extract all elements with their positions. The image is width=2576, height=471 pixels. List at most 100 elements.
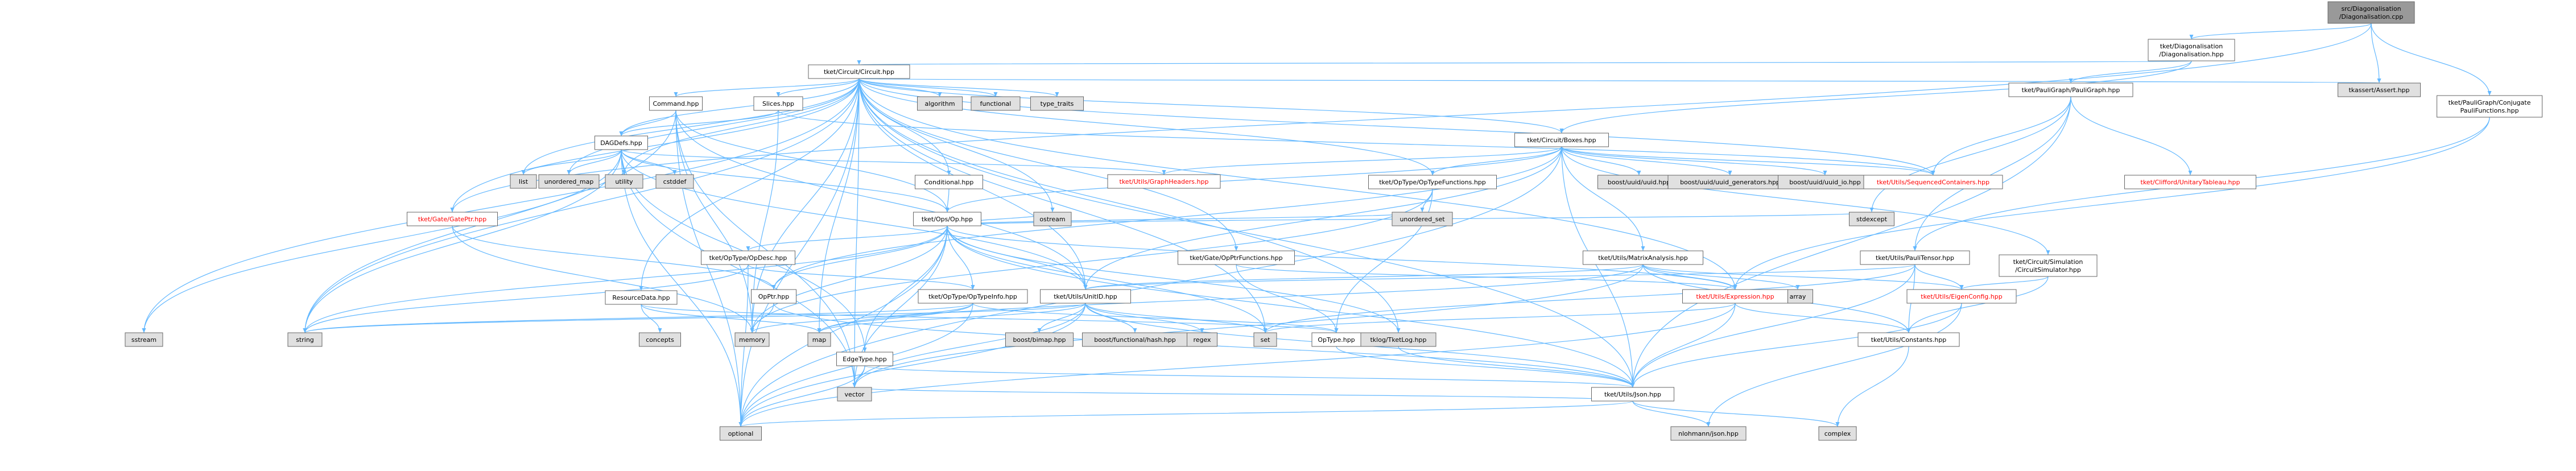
node-slices[interactable]: Slices.hpp [753, 96, 803, 111]
node-label-regex: regex [1193, 336, 1211, 344]
arrowhead-expression-to-constants [1906, 328, 1911, 333]
edge-boxes-to-optional [740, 146, 1562, 427]
node-graphheaders[interactable]: tket/Utils/GraphHeaders.hpp [1107, 174, 1221, 189]
node-paulitensor[interactable]: tket/Utils/PauliTensor.hpp [1860, 250, 1970, 265]
node-root[interactable]: src/Diagonalisation/Diagonalisation.cpp [2327, 1, 2415, 24]
node-opptrfunctions[interactable]: tket/Gate/OpPtrFunctions.hpp [1178, 250, 1295, 265]
node-opptr[interactable]: OpPtr.hpp [751, 289, 796, 304]
node-resourcedata[interactable]: ResourceData.hpp [605, 290, 678, 305]
node-label-uuid: boost/uuid/uuid.hpp [1608, 179, 1670, 186]
node-box-utility [605, 174, 643, 189]
edge-circuit-to-memory [752, 78, 860, 333]
node-label-dagdefs: DAGDefs.hpp [600, 139, 642, 147]
node-box-vector [837, 387, 872, 402]
edge-op-to-opptr [773, 225, 948, 290]
node-label-opptrfunctions: tket/Gate/OpPtrFunctions.hpp [1190, 254, 1282, 262]
node-box-optype [1311, 332, 1361, 347]
node-box-algorithm [917, 96, 963, 111]
node-constants[interactable]: tket/Utils/Constants.hpp [1857, 332, 1960, 347]
node-expression[interactable]: tket/Utils/Expression.hpp [1682, 289, 1788, 304]
edge-command-to-op [675, 110, 948, 213]
node-box-ostream [1033, 212, 1072, 226]
edge-circuit-to-boxes [858, 78, 1562, 134]
node-box-boxes [1514, 133, 1609, 147]
node-eigenconfig[interactable]: tket/Utils/EigenConfig.hpp [1906, 289, 2017, 304]
node-optypeopdesc[interactable]: tket/OpType/OpDesc.hpp [701, 250, 795, 265]
node-tkassert: tkassert/Assert.hpp [2338, 82, 2421, 97]
node-optypeinfo[interactable]: tket/OpType/OpTypeInfo.hpp [918, 289, 1028, 304]
node-boxes[interactable]: tket/Circuit/Boxes.hpp [1514, 133, 1609, 147]
edge-expression-to-set [1265, 303, 1736, 333]
node-vector: vector [837, 387, 872, 402]
edge-op-to-set [947, 225, 1266, 333]
node-label-matrixanalysis: tket/Utils/MatrixAnalysis.hpp [1598, 254, 1687, 262]
node-json[interactable]: tket/Utils/Json.hpp [1591, 387, 1674, 402]
edge-boxes-to-op [947, 146, 1562, 213]
edge-optype-to-json [1336, 346, 1633, 388]
node-edgetype[interactable]: EdgeType.hpp [836, 352, 893, 366]
node-diag_hpp[interactable]: tket/Diagonalisation/Diagonalisation.hpp [2148, 39, 2235, 61]
edge-dagdefs-to-unitid [621, 149, 1086, 290]
node-label-pauligraph: tket/PauliGraph/PauliGraph.hpp [2022, 86, 2120, 94]
node-conditional[interactable]: Conditional.hpp [915, 175, 983, 189]
edge-op-to-json [947, 225, 1633, 388]
edge-op-to-optypeinfo [947, 225, 973, 290]
node-box-unitid [1040, 289, 1131, 304]
node-box-pauligraph [2008, 82, 2133, 97]
node-matrixanalysis[interactable]: tket/Utils/MatrixAnalysis.hpp [1583, 250, 1703, 265]
node-label-complex: complex [1824, 430, 1851, 437]
edge-resourcedata-to-optype [641, 304, 1337, 333]
node-box-regex [1187, 332, 1217, 347]
node-ostream: ostream [1033, 212, 1072, 226]
node-circsim[interactable]: tket/Circuit/Simulation/CircuitSimulator… [1999, 254, 2098, 277]
node-label-expression: tket/Utils/Expression.hpp [1696, 293, 1774, 300]
node-sstream: sstream [125, 332, 163, 347]
arrowhead-circuit-to-ostream [1050, 208, 1055, 212]
arrowhead-op-to-optypeopdesc [746, 246, 750, 251]
node-op[interactable]: tket/Ops/Op.hpp [913, 212, 981, 226]
arrowhead-unitid-to-regex [1200, 328, 1204, 333]
edge-pauligraph-to-json [1632, 96, 2071, 388]
node-box-map [807, 332, 831, 347]
node-box-opptr [751, 289, 796, 304]
node-label-array: array [1790, 293, 1806, 300]
node-boosthash: boost/functional/hash.hpp [1082, 332, 1188, 347]
node-command[interactable]: Command.hpp [649, 96, 703, 111]
arrowhead-circuit-to-algorithm [938, 92, 942, 97]
node-dagdefs[interactable]: DAGDefs.hpp [595, 135, 648, 150]
node-box-concepts [639, 332, 681, 347]
node-circuit[interactable]: tket/Circuit/Circuit.hpp [808, 64, 910, 79]
arrowhead-circuit-to-tkassert [2377, 78, 2381, 83]
node-stdexcept: stdexcept [1849, 212, 1894, 226]
edge-circuit-to-vector [854, 78, 860, 388]
node-label-tkassert: tkassert/Assert.hpp [2348, 86, 2409, 94]
edge-matrixanalysis-to-expression [1642, 264, 1736, 290]
node-optypefunctions[interactable]: tket/OpType/OpTypeFunctions.hpp [1368, 175, 1497, 189]
edge-tklog-to-json [1398, 346, 1633, 388]
arrowhead-boxes-to-matrixanalysis [1641, 246, 1645, 251]
node-seqcontainers[interactable]: tket/Utils/SequencedContainers.hpp [1863, 175, 2003, 189]
edge-expression-to-constants [1735, 303, 1909, 333]
node-box-type_traits [1030, 96, 1084, 111]
node-unitid[interactable]: tket/Utils/UnitID.hpp [1040, 289, 1131, 304]
edge-circuit-to-sstream [143, 78, 860, 333]
node-conjugate[interactable]: tket/PauliGraph/ConjugatePauliFunctions.… [2437, 95, 2542, 118]
node-gateptr[interactable]: tket/Gate/GatePtr.hpp [407, 212, 498, 226]
edge-json-to-nlohmann [1632, 400, 1709, 427]
node-label-resourcedata: ResourceData.hpp [612, 294, 670, 301]
edge-circuit-to-gateptr [452, 78, 860, 213]
node-pauligraph[interactable]: tket/PauliGraph/PauliGraph.hpp [2008, 82, 2133, 97]
edge-slices-to-seqcontainers [778, 110, 1934, 176]
node-box-tklog [1360, 332, 1436, 347]
node-box-paulitensor [1860, 250, 1970, 265]
node-optype[interactable]: OpType.hpp [1311, 332, 1361, 347]
node-set: set [1253, 332, 1277, 347]
arrowhead-circuit-to-resourcedata [639, 286, 643, 291]
node-label-concepts: concepts [646, 336, 674, 344]
arrowhead-boxes-to-op [945, 208, 950, 212]
node-unitarytableau[interactable]: tket/Clifford/UnitaryTableau.hpp [2124, 175, 2256, 189]
edge-unitid-to-string [304, 303, 1086, 333]
arrowhead-tklog-to-json [1630, 383, 1635, 387]
node-label-conjugate: PauliFunctions.hpp [2461, 107, 2519, 114]
